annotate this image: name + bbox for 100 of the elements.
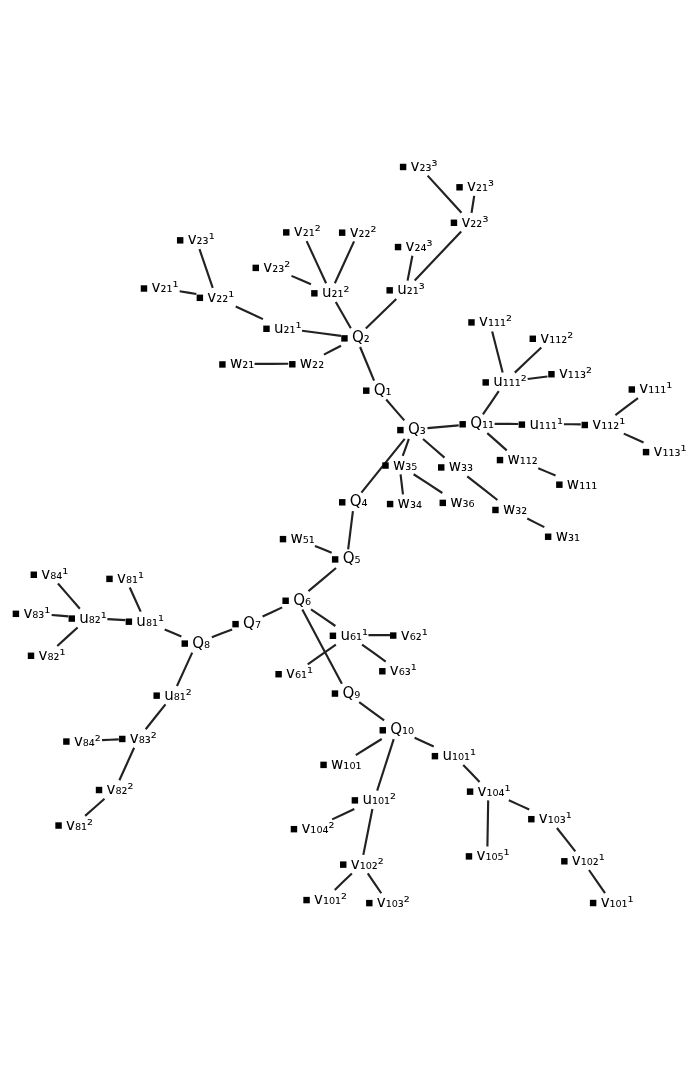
node-label: v₂₁¹ [151, 277, 179, 296]
node-label: w₃₅ [393, 455, 418, 474]
node-box [125, 617, 133, 625]
connector [198, 248, 214, 288]
connector [360, 437, 406, 493]
node-box [282, 597, 289, 604]
connector [401, 438, 410, 456]
node-box [468, 318, 475, 326]
node-label: u₁₀₁¹ [442, 745, 477, 764]
node-label: u₈₁¹ [136, 611, 164, 630]
node-box [12, 610, 20, 617]
node-box [642, 448, 650, 455]
node-label: v₁₁₃² [558, 363, 592, 382]
connector [365, 297, 397, 329]
node-box [181, 639, 188, 647]
connector [355, 737, 383, 756]
node-box [450, 219, 458, 226]
connector [314, 544, 333, 554]
node-box [492, 506, 499, 513]
node-box [320, 761, 327, 768]
connector [128, 586, 142, 612]
node-label: w₃₄ [397, 493, 422, 512]
connector [413, 230, 462, 281]
node-box [399, 163, 407, 170]
node-box [482, 378, 489, 386]
connector [179, 289, 197, 295]
node-label: w₂₂ [299, 353, 325, 372]
connector [164, 628, 182, 638]
connector [526, 517, 545, 528]
node-label: v₆₃¹ [389, 660, 417, 679]
connector [563, 422, 581, 425]
node-box [275, 670, 282, 677]
connector [334, 301, 352, 329]
node-label: v₁₀₃² [376, 892, 410, 911]
connector [118, 746, 136, 781]
node-label: v₈₄² [73, 731, 101, 750]
node-box [456, 183, 463, 190]
connector [211, 627, 233, 638]
connector [57, 582, 81, 609]
node-label: v₁₁₁² [479, 311, 513, 330]
connector [368, 633, 390, 636]
connector [107, 617, 126, 621]
connector [301, 329, 342, 337]
connector [176, 651, 194, 686]
node-box [289, 360, 296, 367]
node-box [439, 499, 446, 506]
node-label: v₁₀₃¹ [538, 808, 572, 827]
node-label: v₂₃² [263, 257, 291, 276]
node-label: v₂₃¹ [187, 229, 215, 248]
node-box [386, 286, 393, 294]
node-box [544, 533, 552, 540]
node-label: v₁₁₁¹ [639, 378, 673, 397]
node-box [363, 386, 370, 394]
node-box [459, 420, 466, 427]
node-box [589, 899, 597, 906]
node-label: v₂₂² [349, 222, 377, 241]
connector [310, 608, 336, 627]
node-label: v₈₂¹ [38, 645, 66, 664]
node-box [438, 463, 445, 471]
connector [385, 398, 406, 421]
connector [235, 305, 264, 320]
connector [470, 195, 476, 213]
node-box [55, 821, 62, 829]
node-box [528, 815, 535, 822]
connector [358, 700, 385, 721]
node-label: w₁₁₂ [507, 449, 538, 468]
node-label: w₃₆ [450, 492, 475, 511]
node-box [556, 480, 563, 488]
connector [486, 431, 508, 451]
node-box [68, 614, 75, 622]
connector [307, 643, 337, 665]
connector [291, 274, 312, 285]
connector [399, 473, 405, 494]
node-label: Q₆ [293, 590, 312, 609]
node-box [176, 236, 184, 244]
connector [376, 738, 395, 791]
node-label: Q₃ [407, 419, 426, 438]
node-box [153, 691, 160, 699]
node-box [628, 385, 636, 393]
connector [556, 826, 577, 852]
node-box [366, 899, 373, 906]
node-label: v₈₃² [129, 728, 157, 747]
node-label: v₁₀₂¹ [571, 850, 605, 869]
node-box [279, 535, 287, 542]
node-label: Q₄ [349, 491, 368, 510]
connector [494, 422, 519, 425]
node-label: u₈₁² [164, 685, 192, 704]
node-label: Q₁ [373, 380, 392, 399]
node-box [340, 860, 347, 868]
node-box [106, 575, 113, 582]
node-label: w₃₃ [448, 456, 474, 475]
node-label: v₈₃¹ [23, 603, 51, 622]
node-box [341, 334, 348, 342]
node-box [581, 421, 588, 428]
connector [588, 868, 606, 894]
node-box [496, 456, 504, 463]
node-label: u₂₁¹ [274, 318, 302, 337]
node-label: Q₈ [192, 633, 211, 652]
node-box [351, 796, 359, 804]
node-box [63, 737, 70, 745]
